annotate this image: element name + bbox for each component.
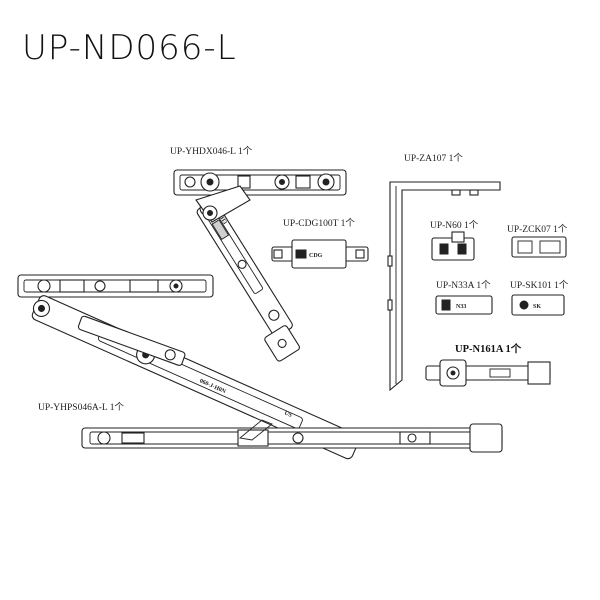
label-n33a: UP-N33A 1个 [436, 280, 491, 291]
stay-yhps046a: 060-J-H0N US [17, 274, 503, 460]
label-yhdx046: UP-YHDX046-L 1个 [170, 146, 253, 157]
label-n60: UP-N60 1个 [430, 220, 479, 231]
svg-text:H3: H3 [218, 216, 227, 226]
svg-text:CDG: CDG [309, 253, 323, 259]
part-zck07 [511, 236, 567, 258]
stay-yhdx046: H3 [173, 169, 347, 362]
part-n33a: N33 [435, 295, 493, 315]
label-cdg100t: UP-CDG100T 1个 [283, 218, 355, 229]
svg-text:N33: N33 [456, 304, 466, 310]
label-za107: UP-ZA107 1个 [404, 153, 463, 164]
svg-text:SK: SK [533, 304, 541, 310]
part-sk101: SK [511, 294, 565, 316]
svg-text:US: US [283, 410, 293, 419]
part-cdg100t: CDG [271, 239, 369, 269]
part-za107 [387, 181, 501, 392]
model-title: UP-ND066-L [22, 28, 237, 68]
label-yhps046a: UP-YHPS046A-L 1个 [38, 402, 124, 413]
label-n161a: UP-N161A 1个 [455, 342, 522, 355]
label-zck07: UP-ZCK07 1个 [507, 224, 568, 235]
part-n161a [425, 359, 551, 387]
part-n60 [431, 231, 475, 261]
label-sk101: UP-SK101 1个 [510, 280, 569, 291]
